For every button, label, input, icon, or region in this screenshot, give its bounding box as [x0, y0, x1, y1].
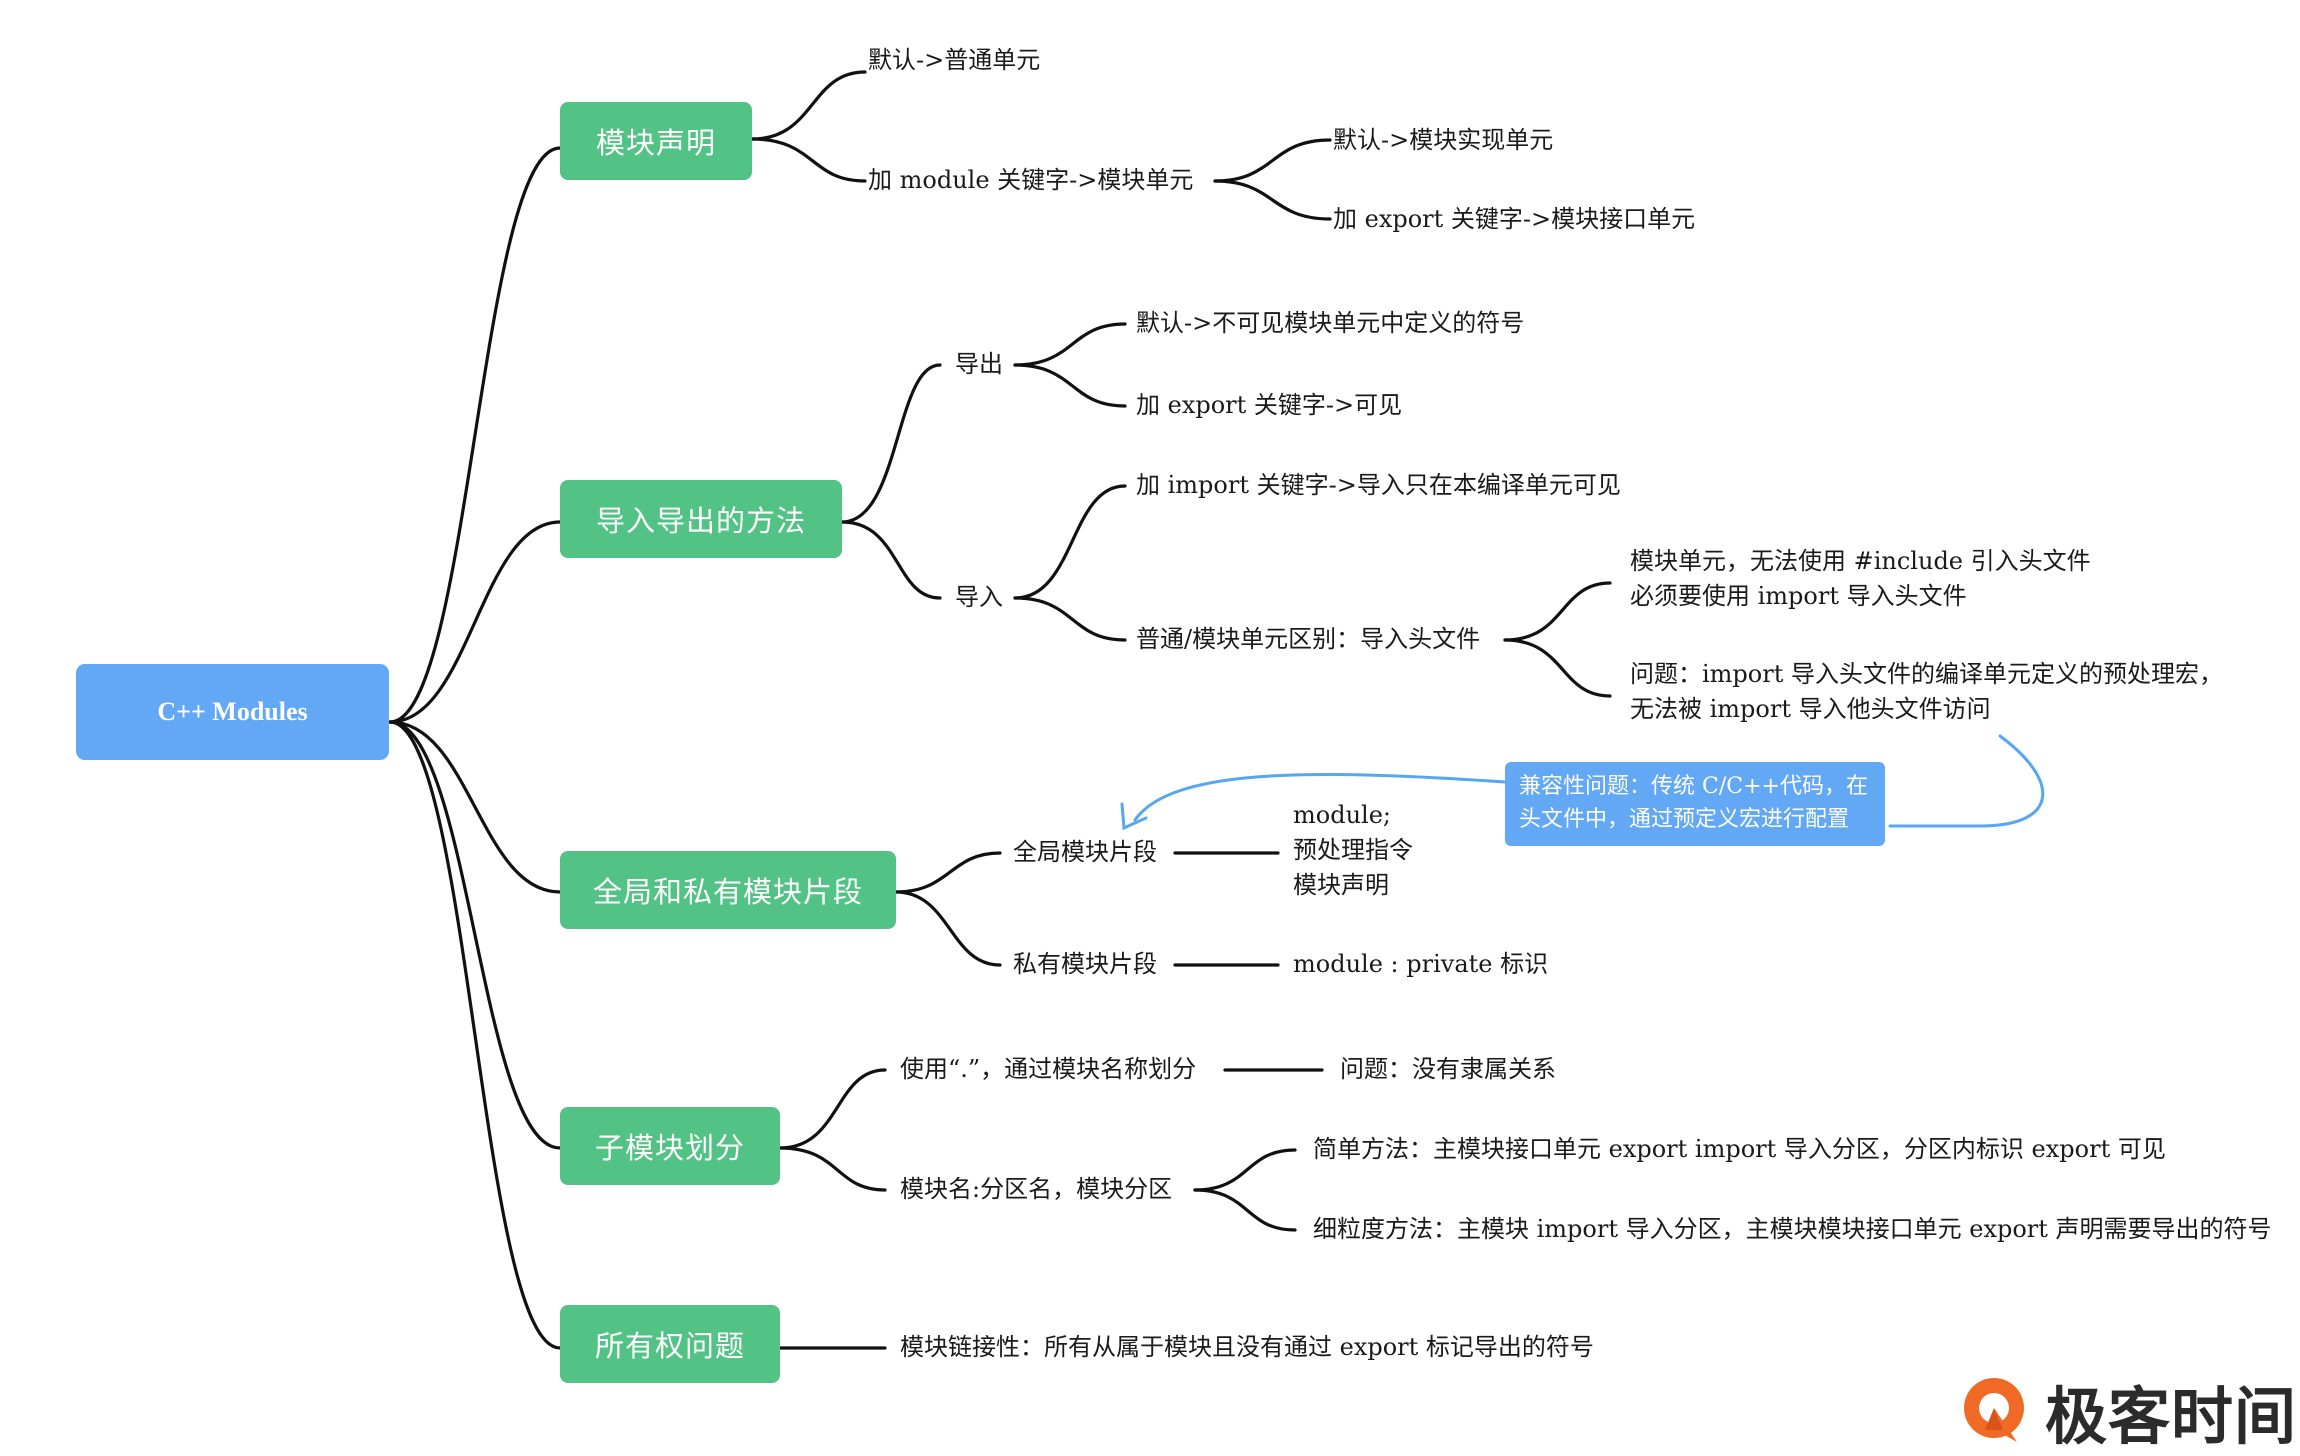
sub-dot-issue-label: 问题：没有隶属关系	[1340, 1055, 1556, 1083]
branch-module-declaration[interactable]: 模块声明	[560, 102, 752, 180]
sub-fine-method-label: 细粒度方法：主模块 import 导入分区，主模块模块接口单元 export 声…	[1313, 1215, 2272, 1243]
edge-root-sub	[388, 720, 562, 1150]
edge-io-export	[840, 363, 942, 524]
decl-default-label: 默认->普通单元	[868, 46, 1041, 74]
edge-io-import	[840, 520, 942, 600]
edge-root-decl	[388, 146, 562, 724]
edge-diff-d1	[1503, 581, 1612, 642]
edge-root-io	[388, 520, 562, 724]
edge-root-own	[388, 720, 562, 1350]
edge-partition-simple	[1193, 1148, 1297, 1192]
export-default-label: 默认->不可见模块单元中定义的符号	[1136, 309, 1525, 337]
edge-decl-default	[750, 70, 867, 141]
geektime-logo-text: 极客时间	[2045, 1380, 2298, 1453]
sub-dot-label: 使用“.”，通过模块名称划分	[900, 1055, 1197, 1083]
edge-sub-dot	[778, 1068, 887, 1150]
private-fragment-item: module : private 标识	[1293, 950, 1549, 978]
edge-import-diff	[1013, 596, 1127, 642]
decl-impl-unit-label: 默认->模块实现单元	[1333, 126, 1554, 154]
sub-simple-method-label: 简单方法：主模块接口单元 export import 导入分区，分区内标识 ex…	[1313, 1135, 2166, 1163]
import-keyword-label: 加 import 关键字->导入只在本编译单元可见	[1136, 471, 1621, 499]
geektime-logo-icon	[1964, 1378, 2024, 1442]
sub-partition-label: 模块名:分区名，模块分区	[900, 1175, 1173, 1203]
compat-link-line	[1888, 734, 2045, 828]
edge-decl-module	[750, 137, 867, 183]
ownership-linkage-label: 模块链接性：所有从属于模块且没有通过 export 标记导出的符号	[900, 1333, 1594, 1361]
import-detail-macro-issue: 问题：import 导入头文件的编译单元定义的预处理宏， 无法被 import …	[1630, 660, 2223, 723]
geektime-logo: 极客时间	[1955, 1366, 2297, 1456]
private-fragment-label: 私有模块片段	[1013, 950, 1157, 978]
edge-export-default	[1013, 322, 1127, 367]
branch-module-fragments[interactable]: 全局和私有模块片段	[560, 851, 896, 929]
edge-diff-d2	[1503, 638, 1612, 698]
edge-partition-fine	[1193, 1188, 1297, 1232]
export-label: 导出	[955, 350, 1003, 378]
branch-submodules[interactable]: 子模块划分	[560, 1107, 780, 1185]
branch-import-export[interactable]: 导入导出的方法	[560, 480, 842, 558]
import-label: 导入	[955, 583, 1003, 611]
decl-iface-unit-label: 加 export 关键字->模块接口单元	[1333, 205, 1696, 233]
import-diff-label: 普通/模块单元区别：导入头文件	[1136, 625, 1481, 653]
export-keyword-label: 加 export 关键字->可见	[1136, 391, 1403, 419]
edge-sub-partition	[778, 1146, 887, 1192]
global-fragment-items: module; 预处理指令 模块声明	[1293, 801, 1413, 899]
edge-root-fragment	[388, 720, 562, 894]
root-node[interactable]: C++ Modules	[76, 664, 389, 760]
edge-export-kw	[1013, 363, 1127, 408]
edge-frag-global	[894, 851, 1002, 894]
edge-module-iface	[1213, 179, 1332, 221]
import-detail-include: 模块单元，无法使用 #include 引入头文件 必须要使用 import 导入…	[1630, 547, 2091, 610]
compat-arrow-line	[1133, 773, 1507, 822]
edge-import-kw	[1013, 484, 1127, 600]
decl-module-keyword-label: 加 module 关键字->模块单元	[868, 166, 1194, 194]
branch-ownership[interactable]: 所有权问题	[560, 1305, 780, 1383]
global-fragment-label: 全局模块片段	[1013, 838, 1157, 866]
edge-module-impl	[1213, 138, 1332, 183]
compat-note[interactable]: 兼容性问题：传统 C/C++代码，在 头文件中，通过预定义宏进行配置	[1505, 762, 1885, 846]
compat-arrowhead	[1120, 802, 1148, 831]
edge-frag-private	[894, 890, 1002, 967]
